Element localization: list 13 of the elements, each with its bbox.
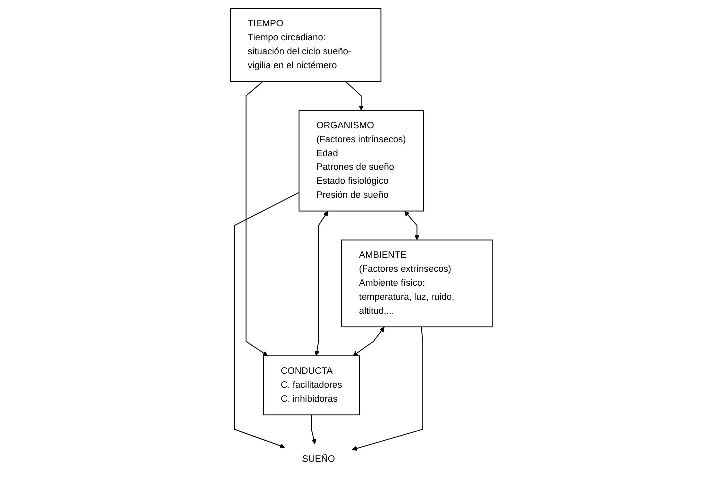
node-text: SUEÑO bbox=[302, 454, 336, 464]
node-box: ORGANISMO (Factores intrínsecos) Edad Patrones de sueño Estado fisiológico Presión de sueño bbox=[298, 110, 424, 212]
arrow bbox=[345, 81, 364, 111]
node-box: AMBIENTE (Factores extrínsecos) Ambiente físico: temperatura, luz, ruido, altitud,... bbox=[341, 240, 493, 328]
arrow bbox=[353, 327, 385, 356]
node-box: TIEMPO Tiempo circadiano: situación del ciclo sueño-vigilia en el nictémero bbox=[230, 8, 382, 82]
node-box: CONDUCTA C. facilitadores C. inhibidoras bbox=[263, 356, 360, 416]
arrow bbox=[234, 192, 300, 448]
arrow bbox=[404, 211, 420, 240]
arrow bbox=[352, 326, 424, 452]
arrow bbox=[314, 211, 328, 356]
arrow bbox=[311, 414, 316, 444]
arrow bbox=[246, 81, 268, 356]
